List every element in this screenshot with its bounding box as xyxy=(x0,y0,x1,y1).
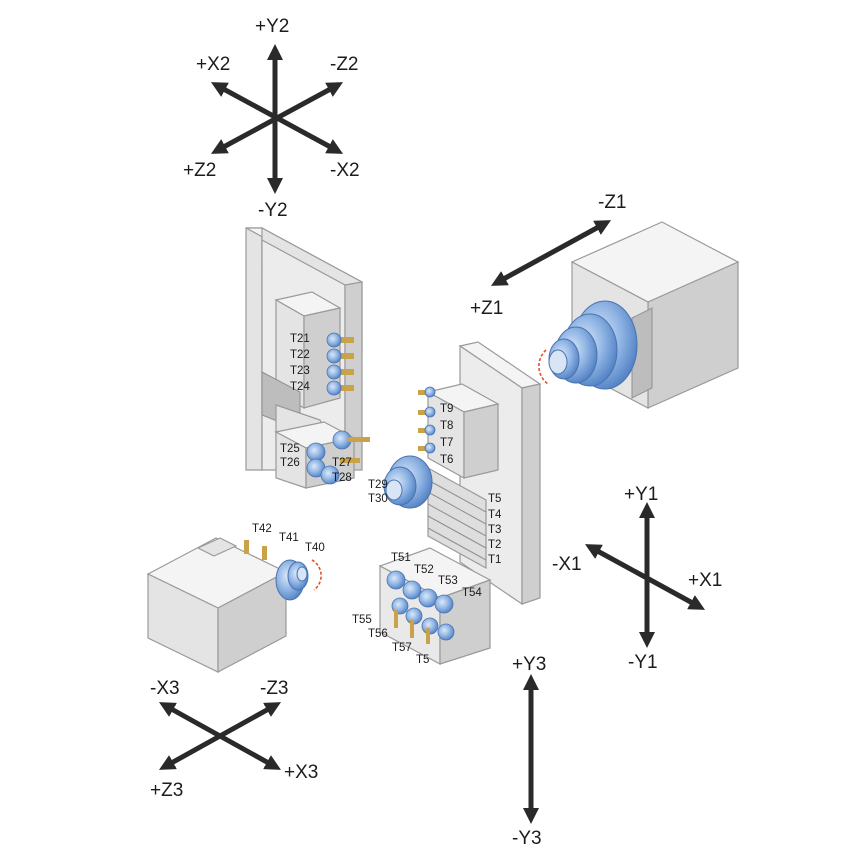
tool-label-t9: T9 xyxy=(440,403,453,415)
tool-label-t23: T23 xyxy=(290,365,310,377)
axis-label-minus-y3: -Y3 xyxy=(512,828,542,849)
tool-label-t52: T52 xyxy=(414,564,434,576)
tool-label-t5: T5 xyxy=(488,493,501,505)
tool-label-t57: T57 xyxy=(392,642,412,654)
axis-label-minus-z1: -Z1 xyxy=(598,192,627,213)
tool-label-t7: T7 xyxy=(440,437,453,449)
tool-label-t5-lower: T5 xyxy=(416,654,429,666)
axis-label-plus-x2: +X2 xyxy=(196,54,230,75)
tool-label-t3: T3 xyxy=(488,524,501,536)
rotation-mark-main xyxy=(538,349,549,385)
tool-label-t21: T21 xyxy=(290,333,310,345)
tool-label-t27: T27 xyxy=(332,457,352,469)
tool-label-t28: T28 xyxy=(332,472,352,484)
tool-label-t41: T41 xyxy=(279,532,299,544)
tool-label-t24: T24 xyxy=(290,381,310,393)
axis-label-plus-y2: +Y2 xyxy=(255,16,289,37)
rotation-mark-sub xyxy=(311,559,322,591)
axis-label-plus-z2: +Z2 xyxy=(183,160,216,181)
sub-spindle-block: T42 T41 T40 xyxy=(146,523,325,673)
axis-label-plus-y1: +Y1 xyxy=(624,484,658,505)
axis-group-y3: +Y3 -Y3 xyxy=(512,654,546,849)
tool-label-t55: T55 xyxy=(352,614,372,626)
tool-rack-t1-t5: T5 T4 T3 T2 T1 xyxy=(488,493,502,566)
axis-group-1: +Y1 -Y1 -X1 +X1 xyxy=(552,484,722,673)
tool-label-t54: T54 xyxy=(462,587,482,599)
axis-label-plus-z3: +Z3 xyxy=(150,780,183,801)
lower-tool-block: T51 T52 T53 T54 T55 T56 T57 T5 xyxy=(352,547,492,666)
z1-axis-arrow xyxy=(490,220,612,286)
axis-label-minus-y2: -Y2 xyxy=(258,200,288,221)
axis-label-minus-z2: -Z2 xyxy=(330,54,359,75)
axis-label-plus-x3: +X3 xyxy=(284,762,318,783)
axis-label-minus-x1: -X1 xyxy=(552,554,582,575)
tool-label-t29: T29 xyxy=(368,479,388,491)
axis-group-2: +Y2 -Y2 +X2 -X2 -Z2 +Z2 xyxy=(183,16,360,221)
upper-turret-plate xyxy=(245,226,363,489)
z3-axis-arrow xyxy=(159,702,281,770)
axis-group-z1: -Z1 +Z1 xyxy=(470,192,627,319)
tool-rack-t6-t9: T9 T8 T7 T6 xyxy=(418,386,453,466)
tool-label-t30: T30 xyxy=(368,493,388,505)
tool-label-t2: T2 xyxy=(488,539,501,551)
tool-label-t1: T1 xyxy=(488,554,501,566)
axis-label-minus-y1: -Y1 xyxy=(628,652,658,673)
tool-rack-t25-t28: T25 T26 T27 T28 xyxy=(280,430,370,485)
tool-label-t6: T6 xyxy=(440,454,453,466)
tool-label-t25: T25 xyxy=(280,443,300,455)
main-spindle-headstock xyxy=(538,221,740,409)
tool-label-t8: T8 xyxy=(440,420,453,432)
x1-axis-arrow xyxy=(584,544,706,610)
z2-axis-arrow xyxy=(210,82,344,154)
tool-label-t56: T56 xyxy=(368,628,388,640)
center-tool-t29-t30: T29 T30 xyxy=(368,455,433,509)
tool-label-t42: T42 xyxy=(252,523,272,535)
tool-label-t51: T51 xyxy=(391,552,411,564)
tool-label-t40: T40 xyxy=(305,542,325,554)
tool-rack-t21-t24: T21 T22 T23 T24 xyxy=(290,332,354,396)
axis-label-minus-x3: -X3 xyxy=(150,678,180,699)
right-turret-column xyxy=(426,341,542,606)
tool-label-t4: T4 xyxy=(488,509,502,521)
axis-label-plus-x1: +X1 xyxy=(688,570,722,591)
axis-group-3: -X3 -Z3 +Z3 +X3 xyxy=(150,678,318,801)
tool-label-t53: T53 xyxy=(438,575,458,587)
axis-label-plus-z1: +Z1 xyxy=(470,298,503,319)
tool-label-t22: T22 xyxy=(290,349,310,361)
axis-label-plus-y3: +Y3 xyxy=(512,654,546,675)
axis-label-minus-z3: -Z3 xyxy=(260,678,289,699)
axis-label-minus-x2: -X2 xyxy=(330,160,360,181)
tool-label-t26: T26 xyxy=(280,457,300,469)
